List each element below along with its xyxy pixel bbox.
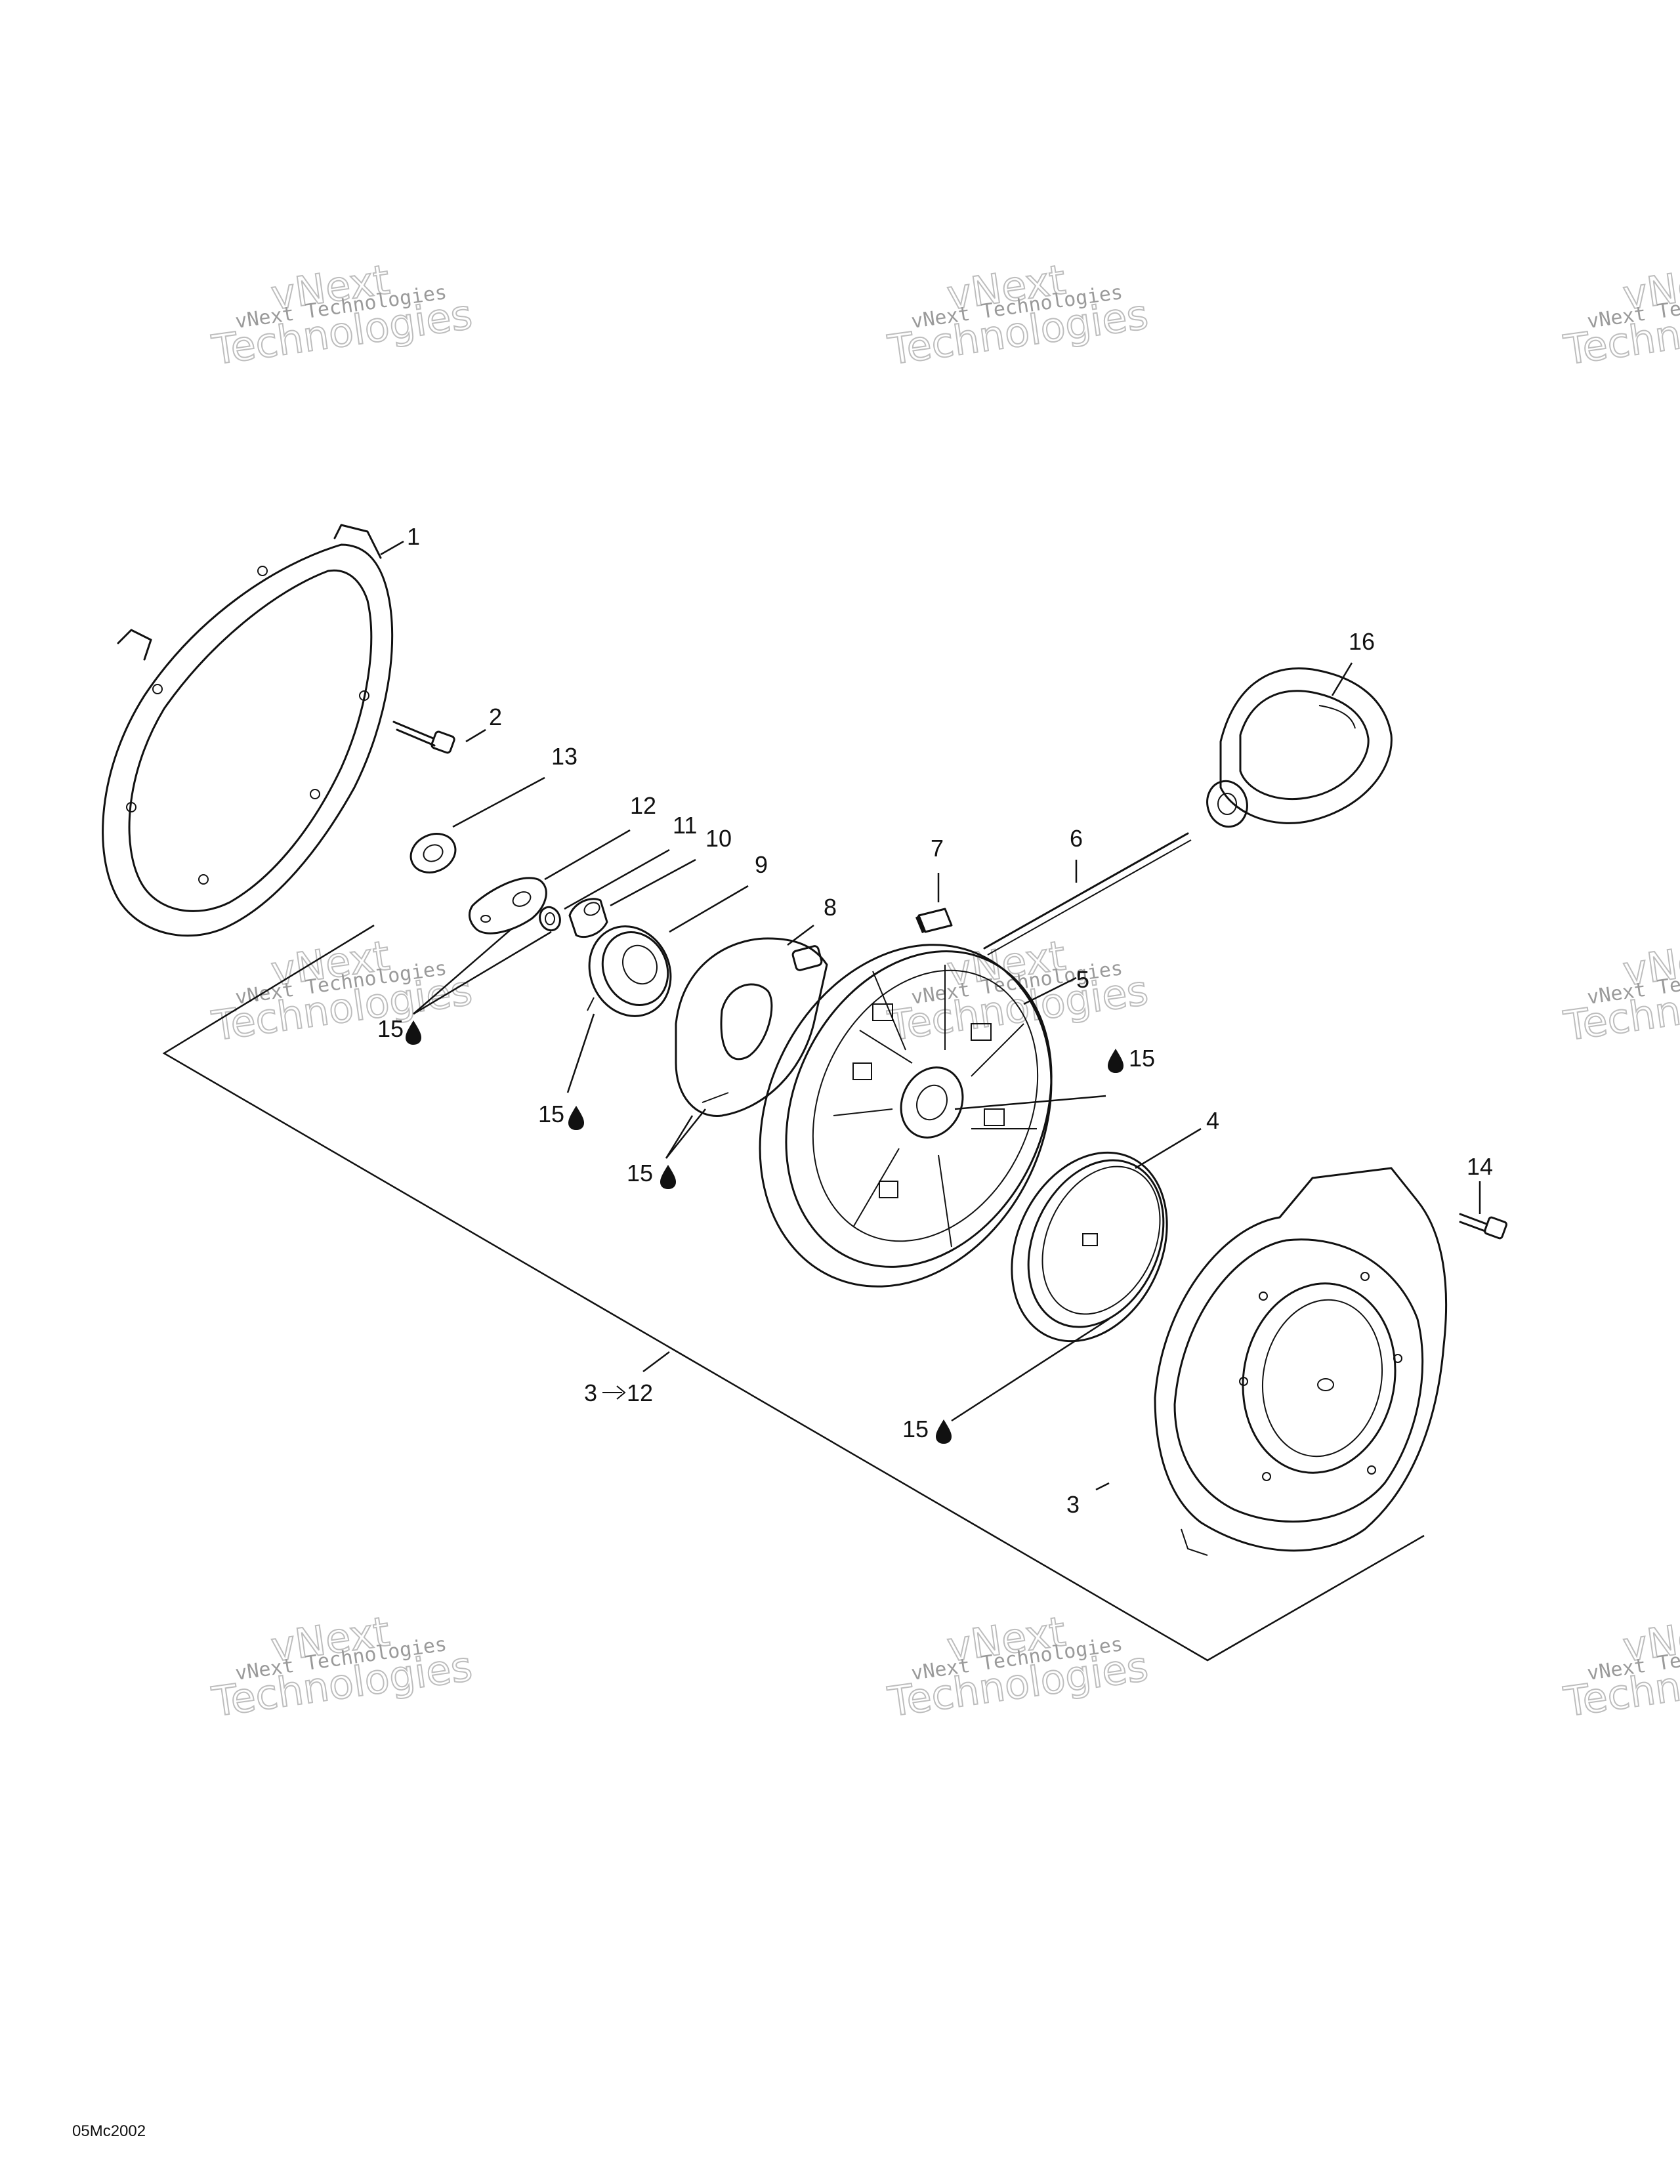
watermark-bottom-left: Technologies vNext vNext Technologies: [208, 1606, 476, 1727]
lube-drop-icon: [568, 1106, 584, 1130]
lube-callout-c: 15: [627, 1108, 706, 1189]
svg-text:15: 15: [377, 1015, 404, 1042]
part-9-spring-disc: [587, 925, 672, 1017]
watermark-mid-left: Technologies vNext vNext Technologies: [208, 931, 476, 1051]
watermark-mid-right: Technologies vNext vNext Technologies: [1560, 931, 1680, 1051]
watermark-top-right: Technologies vNext vNext Technologies: [1560, 255, 1680, 375]
lube-callout-e: 15: [902, 1318, 1110, 1444]
svg-text:15: 15: [1129, 1045, 1155, 1072]
callout-10: 10: [705, 825, 732, 852]
leader-16: [1331, 662, 1353, 696]
lube-drop-icon: [660, 1165, 676, 1189]
callout-9: 9: [755, 851, 768, 878]
part-6-rope: [983, 832, 1189, 950]
callout-13: 13: [551, 743, 578, 770]
lube-drop-icon: [936, 1419, 952, 1444]
lube-callout-d: 15: [954, 1045, 1155, 1110]
callout-4: 4: [1206, 1107, 1219, 1134]
leader-5: [1023, 976, 1077, 1005]
callout-2: 2: [489, 704, 502, 730]
svg-text:15: 15: [538, 1101, 564, 1127]
part-11-washer: [539, 906, 561, 932]
drawing-code: 05Mc2002: [72, 2122, 146, 2140]
callout-14: 14: [1467, 1153, 1493, 1180]
watermark-top-left: Technologies vNext vNext Technologies: [208, 255, 476, 375]
callout-12: 12: [630, 792, 656, 819]
part-13-nut: [410, 833, 457, 873]
kit-label-end: 12: [627, 1379, 653, 1406]
leader-1: [380, 540, 404, 556]
svg-text:15: 15: [902, 1416, 929, 1442]
part-5-rope-sheave: [759, 944, 1053, 1288]
part-8-cam-housing: [675, 937, 828, 1117]
callout-8: 8: [824, 894, 837, 921]
lube-callout-a: 15: [377, 928, 552, 1045]
watermark-bottom-right: Technologies vNext vNext Technologies: [1560, 1606, 1680, 1727]
part-4-recoil-spring: [1011, 1151, 1168, 1343]
callout-11: 11: [673, 812, 697, 839]
part-10-bushing: [568, 898, 608, 938]
part-14-bolt: [1459, 1213, 1507, 1240]
kit-label-start: 3: [584, 1379, 597, 1406]
leader-11: [564, 849, 670, 910]
callout-3: 3: [1066, 1491, 1080, 1518]
svg-text:15: 15: [627, 1160, 653, 1186]
leader-9: [669, 885, 749, 933]
leader-12: [544, 829, 631, 881]
leader-8: [787, 925, 814, 946]
watermark-top-center: Technologies vNext vNext Technologies: [884, 255, 1152, 375]
leader-2: [465, 728, 486, 743]
part-2-screw: [392, 721, 455, 754]
leader-3: [1095, 1482, 1110, 1491]
lube-callout-b: 15: [538, 1013, 595, 1130]
part-3-starter-housing: [1154, 1167, 1448, 1556]
leader-4: [1135, 1127, 1202, 1169]
callout-7: 7: [931, 835, 944, 862]
callout-6: 6: [1070, 825, 1083, 852]
kit-arrow-icon: [602, 1385, 626, 1400]
lube-drop-icon: [406, 1020, 421, 1045]
part-7-key: [915, 908, 953, 933]
kit-bracket-line: [162, 924, 1425, 1662]
callout-16: 16: [1349, 628, 1375, 655]
leader-10: [610, 858, 696, 907]
part-12-pawl-plate: [468, 877, 547, 934]
part-16-handle: [1206, 667, 1393, 828]
part-1-ring-gasket: [102, 524, 394, 937]
leader-13: [452, 776, 545, 828]
callout-5: 5: [1076, 966, 1089, 993]
watermark-bottom-center: Technologies vNext vNext Technologies: [884, 1606, 1152, 1727]
kit-bracket-leader: [642, 1351, 670, 1372]
callout-1: 1: [407, 523, 420, 550]
lube-drop-icon: [1108, 1049, 1124, 1073]
watermark-group: Technologies vNext vNext Technologies Te…: [208, 255, 1680, 1727]
part-6-rope-edge: [987, 839, 1192, 956]
